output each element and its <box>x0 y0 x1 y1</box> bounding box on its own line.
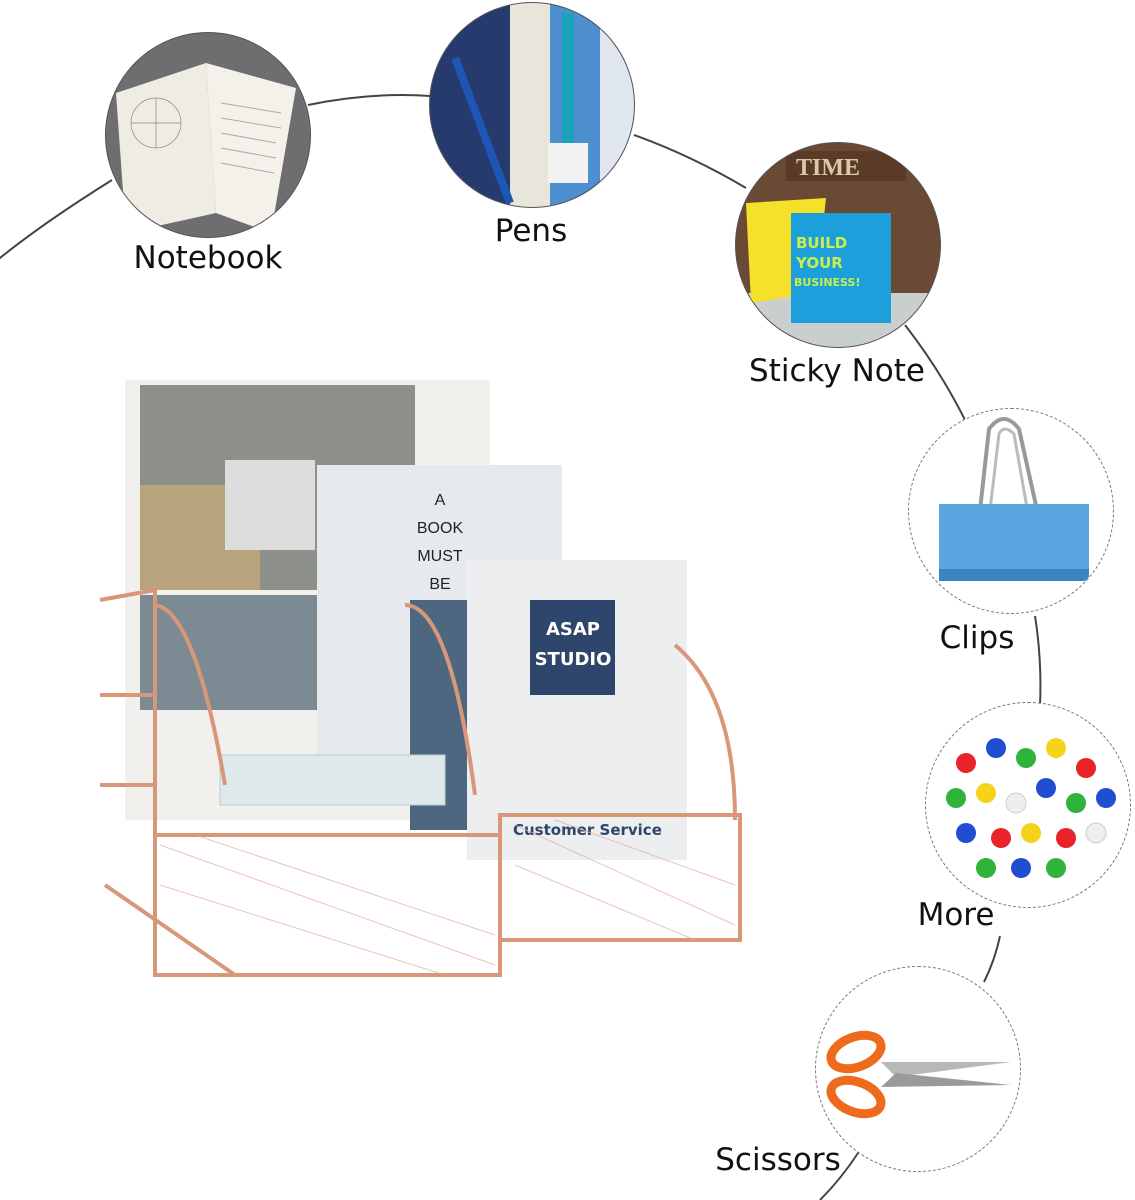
more-thumbnail <box>925 702 1131 908</box>
desk-organizer-image: A BOOK MUST BE ASAP STUDIO Customer Serv… <box>99 380 742 977</box>
svg-text:YOUR: YOUR <box>795 254 843 272</box>
pens-thumbnail <box>429 2 635 208</box>
book-text-line: BOOK <box>417 520 464 537</box>
book-text-line: A <box>435 492 446 509</box>
pen-icon <box>451 3 634 207</box>
sticky-note-thumbnail: TIME BUILD YOUR BUSINESS! <box>735 142 941 348</box>
card-footer: Customer Service <box>513 821 662 839</box>
clips-thumbnail <box>908 408 1114 614</box>
push-pins-icon <box>946 738 1116 878</box>
card-text-line: STUDIO <box>535 649 612 670</box>
binder-clip-icon <box>939 417 1089 581</box>
svg-text:BUSINESS!: BUSINESS! <box>794 276 860 289</box>
sticky-note-label: Sticky Note <box>749 353 925 389</box>
scissors-thumbnail <box>815 966 1021 1172</box>
more-label: More <box>917 897 995 933</box>
pens-label: Pens <box>494 213 568 249</box>
svg-text:BUILD: BUILD <box>796 234 847 252</box>
sticky-note-icon: TIME BUILD YOUR BUSINESS! <box>736 151 940 347</box>
book-text-line: MUST <box>417 548 463 565</box>
clips-label: Clips <box>939 620 1015 656</box>
notebook-label: Notebook <box>133 240 283 276</box>
scissors-icon <box>826 1030 1011 1119</box>
notebook-thumbnail <box>105 32 311 238</box>
sign-text: TIME <box>796 155 860 181</box>
book-text-line: BE <box>429 576 450 593</box>
scissors-label: Scissors <box>715 1142 841 1178</box>
card-text-line: ASAP <box>546 619 600 640</box>
notebook-icon <box>116 63 296 233</box>
